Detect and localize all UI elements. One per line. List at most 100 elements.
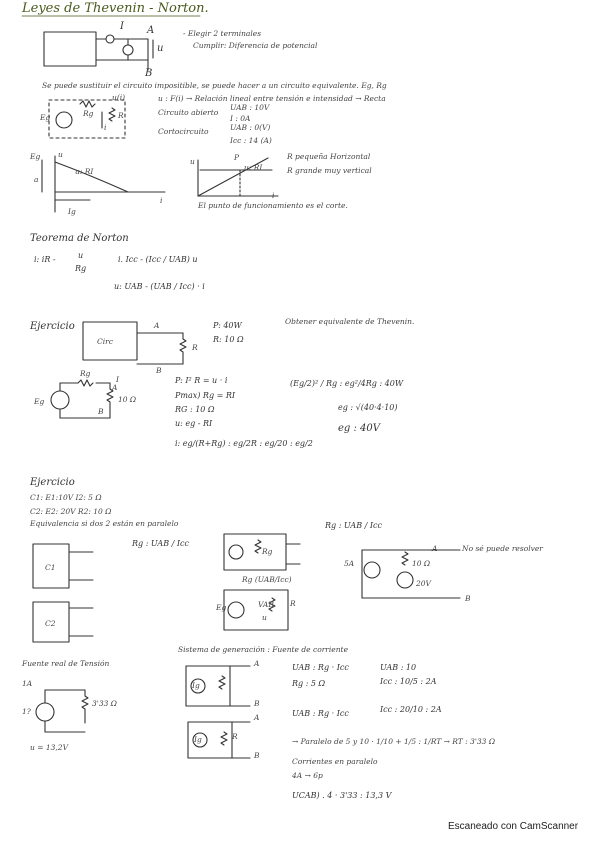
fig2-label-eg: Eg — [40, 113, 51, 122]
sg-ig-2: Ig — [194, 735, 202, 744]
cc-icc: Icc : 14 (A) — [230, 136, 272, 145]
mid-rg: Rg — [262, 547, 273, 556]
norton-eq1-frac-den: Rg — [75, 264, 87, 273]
mid-r: R — [290, 599, 296, 608]
punto-funcionamiento: El punto de funcionamiento es el corte. — [198, 201, 348, 210]
ej1-eq-rg: RG : 10 Ω — [175, 405, 215, 414]
ej1-c2-10: 10 Ω — [118, 395, 137, 404]
mid-vab: VAB — [258, 600, 274, 609]
norton-eq1-frac-num: u — [78, 251, 84, 260]
corrientes-paralelo: Corrientes en paralelo — [292, 757, 378, 766]
ej1-10-resistor — [106, 382, 114, 409]
right-b: B — [465, 594, 471, 603]
right-5a: 5A — [344, 559, 355, 568]
ej2-equivalencia: Equivalencia si dos 2 están en paralelo — [30, 519, 179, 528]
uab-rg-icc: UAB : Rg · Icc — [292, 663, 349, 672]
g1-eg: Eg — [30, 152, 41, 161]
ej1-term-b: B — [156, 366, 162, 375]
icc-2: Icc : 20/10 : 2A — [380, 705, 442, 714]
ej1-right-eq3: eg : 40V — [338, 423, 380, 434]
norton-eq1-left: i: iR - — [34, 255, 56, 264]
ej1-circ-block — [82, 321, 138, 361]
ft-source — [35, 702, 55, 722]
ej2-rg-formula: Rg : UAB / Icc — [132, 539, 189, 548]
ft-1q: 1? — [22, 707, 31, 716]
ca-i: I : 0A — [230, 114, 251, 123]
norton-eq1-right: i. Icc - (Icc / UAB) u — [118, 255, 198, 264]
eg-source — [55, 111, 73, 129]
ej1-term-a: A — [154, 321, 160, 330]
g1-i: i — [160, 196, 163, 205]
ej1-right-eq1: (Eg/2)² / Rg : eg²/4Rg : 40W — [290, 379, 404, 388]
ej2-c1-label: C1 — [45, 563, 56, 572]
ej2-c1: C1: E1:10V I2: 5 Ω — [30, 493, 102, 502]
mid-circuit-1 — [223, 533, 287, 571]
ej1-eq-i: i: eg/(R+Rg) : eg/2R : eg/20 : eg/2 — [175, 439, 313, 448]
sg-a-1: A — [254, 659, 260, 668]
ej1-eq-u: u: eg - RI — [175, 419, 213, 428]
right-10: 10 Ω — [412, 559, 431, 568]
sg-b-2: B — [254, 751, 260, 760]
note-cumplir: Cumplir: Diferencia de potencial — [193, 41, 318, 50]
right-rg-formula: Rg : UAB / Icc — [325, 521, 382, 530]
fig2-label-rg: Rg — [83, 109, 94, 118]
top-label-a: A — [147, 25, 155, 36]
ej1-block-label: Circ — [97, 337, 113, 346]
circuito-abierto-label: Circuito abierto — [158, 108, 219, 117]
uab-10: UAB : 10 — [380, 663, 417, 672]
cc-uab: UAB : 0(V) — [230, 123, 271, 132]
ej1-c2-eg: Eg — [34, 397, 45, 406]
ej1-c2-a: A — [112, 383, 118, 392]
ej1-eg-source — [50, 390, 70, 410]
norton-heading: Teorema de Norton — [30, 233, 129, 244]
thevenin-dashed-box — [48, 99, 126, 139]
rg-resistor — [79, 100, 96, 108]
mid-eg: Eg — [216, 603, 227, 612]
graph2-load-line — [197, 157, 269, 197]
cortocircuito-label: Cortocircuito — [158, 127, 209, 136]
ej1-term-r: R — [192, 343, 198, 352]
ej2-c2-label: C2 — [45, 619, 56, 628]
note-elegir: - Elegir 2 terminales — [183, 29, 262, 38]
norton-eq2: u: UAB - (UAB / Icc) · i — [114, 282, 205, 291]
mid-rg-uab: Rg (UAB/Icc) — [242, 575, 292, 584]
r-grande-note: R grande muy vertical — [287, 166, 372, 175]
sg-a-2: A — [254, 713, 260, 722]
uab-rg-icc-2: UAB : Rg · Icc — [292, 709, 349, 718]
rg-5: Rg : 5 Ω — [292, 679, 326, 688]
sg-ig-1: Ig — [192, 681, 200, 690]
u-value: u = 13,2V — [30, 743, 68, 752]
ca-uab: UAB : 10V — [230, 103, 270, 112]
right-a: A — [432, 544, 438, 553]
sustituir-text: Se puede sustituir el circuito impositib… — [42, 81, 387, 90]
g2-i: i — [272, 191, 275, 200]
ej1-right-eq2: eg : √(40·4·10) — [338, 403, 398, 412]
fig2-label-i: i — [104, 123, 107, 132]
ft-3-33: 3'33 Ω — [92, 699, 117, 708]
ej2-heading: Ejercicio — [30, 477, 75, 488]
no-resolver: No sé puede resolver — [462, 544, 543, 553]
c2-block — [32, 601, 70, 643]
sg-r-2: R — [232, 732, 238, 741]
g1-u: u — [58, 150, 63, 159]
ej1-r-resistor — [179, 332, 187, 365]
sg-circuit-2 — [187, 721, 233, 759]
mid-u: u — [262, 613, 267, 622]
right-20v: 20V — [416, 579, 431, 588]
ej1-rg-resistor — [77, 379, 94, 387]
g1-a: a — [34, 175, 39, 184]
g2-p: P — [234, 153, 240, 162]
fuente-tension: Fuente real de Tensión — [22, 659, 110, 668]
ej2-c2: C2: E2: 20V R2: 10 Ω — [30, 507, 112, 516]
top-label-u: u — [157, 43, 164, 54]
ej1-task: Obtener equivalente de Thevenin. — [285, 317, 415, 326]
ft-1a: 1A — [22, 679, 33, 688]
r-resistor — [108, 107, 116, 122]
sistema-generacion: Sistema de generación : Fuente de corrie… — [178, 645, 349, 654]
top-label-b: B — [145, 68, 153, 79]
ej1-eq-pmax: Pmax) Rg = RI — [175, 391, 236, 400]
camscanner-footer: Escaneado con CamScanner — [448, 821, 579, 832]
u-definition: u : F(i) → Relación lineal entre tensión… — [158, 94, 386, 103]
ej1-given-p: P: 40W — [213, 321, 242, 330]
